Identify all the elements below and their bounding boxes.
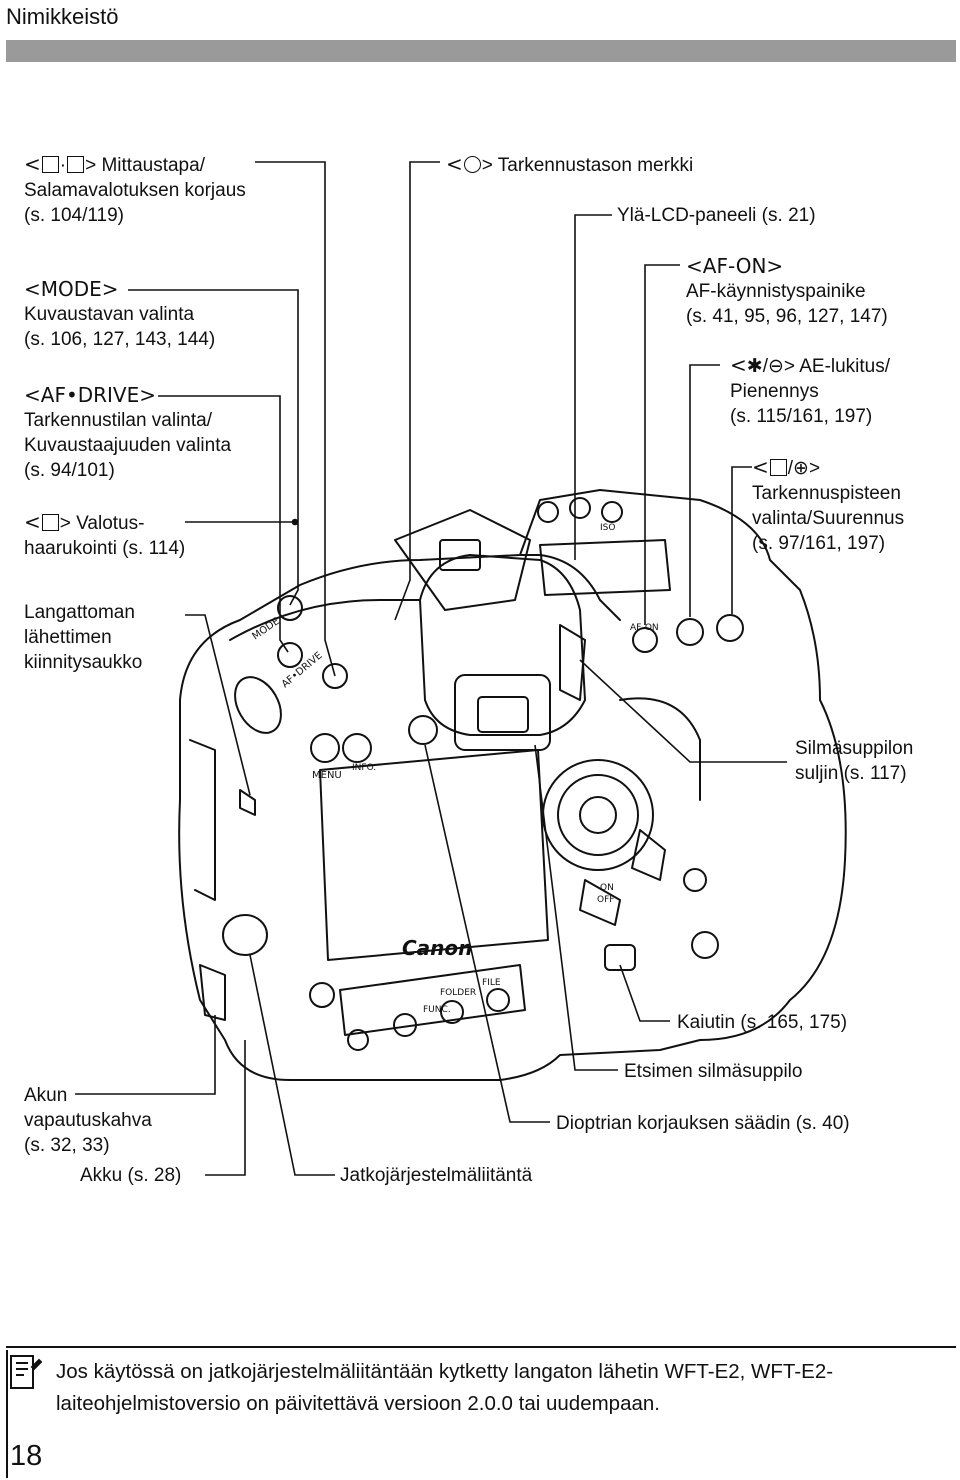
on-label-text: ON — [600, 883, 614, 893]
battery-release-handle — [199, 964, 226, 1021]
mode-label-text: MODE — [250, 616, 281, 643]
af-point-icon — [769, 459, 787, 476]
af-on-label-text: AF-ON — [630, 623, 659, 633]
memo-icon — [10, 1355, 42, 1389]
label-eyepiece-shutter: Silmäsuppilon suljin (s. 117) — [795, 738, 914, 784]
top-lcd-panel — [539, 539, 671, 596]
mode-button — [277, 595, 303, 621]
af-on-button — [632, 627, 658, 653]
label-focal-plane: <> Tarkennustason merkki — [446, 152, 694, 176]
section-title: Nimikkeistö — [6, 4, 119, 29]
off-label-text: OFF — [597, 895, 614, 905]
metering-icon — [41, 156, 59, 173]
label-battery: Akku (s. 28) — [80, 1165, 182, 1186]
label-eyecup: Etsimen silmäsuppilo — [624, 1061, 803, 1082]
camera-body-outline — [178, 489, 847, 1081]
label-dioptric: Dioptrian korjauksen säädin (s. 40) — [556, 1113, 850, 1134]
af-drive-button — [277, 642, 303, 668]
label-battery-release: Akun vapautuskahva (s. 32, 33) — [24, 1085, 152, 1156]
label-top-lcd: Ylä-LCD-paneeli (s. 21) — [617, 205, 816, 226]
focal-plane-icon — [463, 156, 481, 173]
viewfinder-eyepiece — [454, 674, 551, 751]
camera-brand-text: Canon — [402, 936, 472, 960]
note-text: Jos käytössä on jatkojärjestelmäliitäntä… — [56, 1360, 834, 1415]
flash-exposure-icon — [67, 156, 85, 173]
af-drive-label-text: AF•DRIVE — [280, 650, 325, 690]
label-ae-lock: <✱/⊖> AE-lukitus/ Pienennys (s. 115/161,… — [730, 353, 891, 427]
quick-control-dial — [542, 759, 654, 871]
label-wireless: Langattoman lähettimen kiinnitysaukko — [24, 602, 143, 673]
reduce-icon: ⊖ — [767, 356, 784, 377]
func-label-text: FUNC. — [423, 1005, 451, 1015]
label-extension: Jatkojärjestelmäliitäntä — [340, 1165, 533, 1186]
info-button — [342, 733, 372, 763]
af-point-button — [716, 614, 744, 642]
label-af-drive: <AF•DRIVE> Tarkennustilan valinta/ Kuvau… — [24, 383, 232, 481]
speaker-grille — [604, 944, 636, 971]
iso-label-text: ISO — [600, 523, 615, 533]
rear-lcd — [319, 749, 549, 961]
ae-lock-icon: ✱ — [746, 356, 763, 377]
dioptric-knob — [408, 715, 438, 745]
menu-label-text: MENU — [312, 770, 342, 781]
label-metering: <·> Mittaustapa/ Salamavalotuksen korjau… — [24, 152, 246, 226]
page-side-rule — [6, 1350, 8, 1478]
label-bracketing: <> Valotus- haarukointi (s. 114) — [24, 510, 186, 559]
info-label-text: INFO. — [352, 763, 376, 773]
label-af-on: <AF-ON> AF-käynnistyspainike (s. 41, 95,… — [686, 254, 888, 327]
ae-lock-button — [676, 618, 704, 646]
page-number: 18 — [10, 1440, 43, 1472]
label-mode: <MODE> Kuvaustavan valinta (s. 106, 127,… — [24, 277, 216, 350]
label-af-point: </⊕> Tarkennuspisteen valinta/Suurennus … — [752, 455, 905, 554]
wireless-mount-hole — [239, 789, 256, 816]
hot-shoe — [394, 509, 531, 611]
magnify-icon: ⊕ — [793, 458, 809, 479]
folder-label-text: FOLDER — [440, 988, 476, 998]
eyepiece-shutter-lever — [559, 624, 586, 701]
title-bar — [6, 40, 956, 62]
file-label-text: FILE — [482, 978, 501, 988]
metering-button — [322, 663, 348, 689]
menu-button — [310, 733, 340, 763]
note-top-rule — [6, 1346, 956, 1348]
label-speaker: Kaiutin (s. 165, 175) — [677, 1012, 848, 1033]
bracketing-icon — [41, 514, 59, 531]
